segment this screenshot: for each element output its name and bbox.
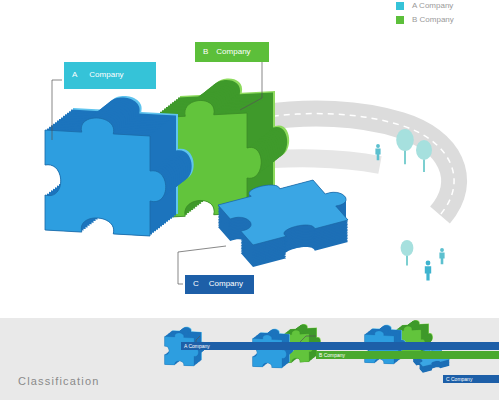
puzzle-piece [45,93,194,237]
piece-depth [253,334,287,368]
company-letter: A [72,71,77,80]
company-name: Company [89,71,123,80]
thumbnail-label: A Company [181,342,499,350]
piece-depth [253,334,287,368]
puzzle-piece [213,170,363,267]
company-name: Company [216,48,250,57]
bottom-band [0,318,499,400]
legend-swatch [396,16,404,24]
company-letter: B [203,48,208,57]
leader-line [52,80,62,140]
company-callout: A Company [64,62,156,89]
tree [396,129,414,151]
tree [401,240,414,256]
legend-item: A Company [396,1,453,10]
tree [416,140,432,160]
company-name: Company [209,280,243,289]
piece-depth [213,170,363,245]
legend-text: B Company [412,15,454,24]
piece-depth [45,115,166,237]
thumbnail-label: B Company [316,351,499,359]
section-title: Classification [18,375,499,387]
person [439,248,444,264]
piece-face [45,115,166,237]
company-callout: B Company [195,42,269,62]
legend-item: B Company [396,15,454,24]
piece-face [213,170,363,245]
person [375,144,380,160]
company-callout: C Company [185,275,254,294]
person [425,261,431,281]
legend-swatch [396,2,404,10]
thumbnail-label: C Company [443,375,499,383]
legend-text: A Company [412,1,453,10]
company-letter: C [193,280,199,289]
piece-face [253,334,287,368]
